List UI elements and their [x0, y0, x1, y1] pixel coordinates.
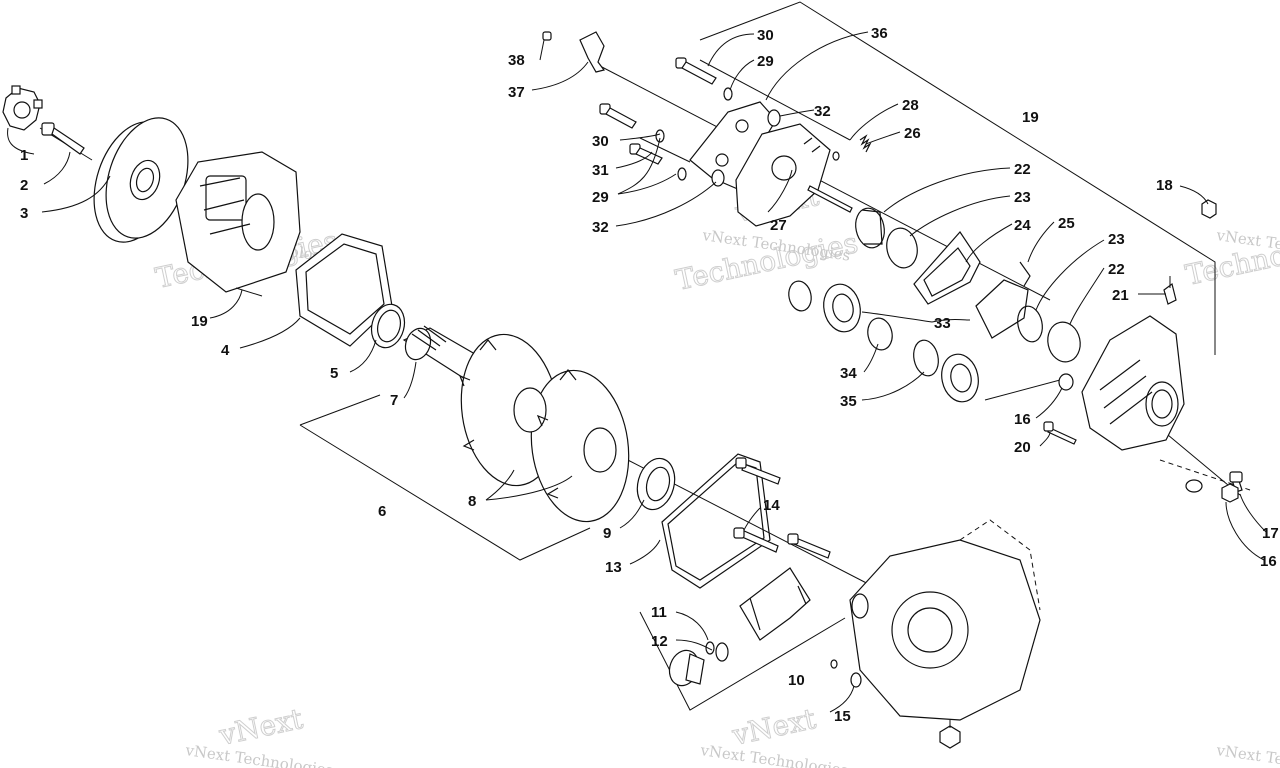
watermark-text: vNext Technologies: [1214, 741, 1280, 768]
callout-9: 9: [603, 525, 611, 542]
watermark-text: vNext Technologies: [698, 741, 849, 768]
callout-29: 29: [757, 53, 774, 70]
part-cover-bolts: [733, 457, 831, 559]
callout-15: 15: [834, 708, 851, 725]
group-brackets: [299, 1, 1216, 711]
callout-23: 23: [1108, 231, 1125, 248]
part-fasteners-right: [1043, 373, 1243, 503]
leader-lines: [7, 31, 1267, 713]
callout-37: 37: [508, 84, 525, 101]
callout-28: 28: [902, 97, 919, 114]
callout-30: 30: [757, 27, 774, 44]
part-bearing: [636, 457, 676, 511]
callout-30: 30: [592, 133, 609, 150]
callout-34: 34: [840, 365, 857, 382]
callout-5: 5: [330, 365, 338, 382]
part-drive-sprockets: [458, 333, 630, 523]
callout-20: 20: [1014, 439, 1031, 456]
part-brake-pad: [913, 231, 981, 305]
callout-25: 25: [1058, 215, 1075, 232]
part-gearbox: [849, 519, 1041, 749]
callout-11: 11: [651, 604, 667, 621]
callout-17: 17: [1262, 525, 1279, 542]
callout-27: 27: [770, 217, 787, 234]
part-pin-spring: [807, 134, 872, 213]
callout-24: 24: [1014, 217, 1031, 234]
callout-16: 16: [1260, 553, 1277, 570]
callout-38: 38: [508, 52, 525, 69]
callout-10: 10: [788, 672, 805, 689]
callout-1: 1: [20, 147, 28, 164]
callout-35: 35: [840, 393, 857, 410]
callout-2: 2: [20, 177, 28, 194]
callout-19: 19: [191, 313, 208, 330]
callout-8: 8: [468, 493, 476, 510]
callout-29: 29: [592, 189, 609, 206]
watermark-brand: vNext: [729, 702, 820, 752]
part-knob: [668, 641, 729, 687]
part-bushing-lower: [1017, 305, 1081, 363]
callout-13: 13: [605, 559, 622, 576]
callout-22: 22: [1014, 161, 1031, 178]
callout-6: 6: [378, 503, 386, 520]
part-bolt: [41, 122, 85, 155]
callout-21: 21: [1112, 287, 1129, 304]
part-bolt-upper: [675, 57, 733, 101]
watermark-brand: vNext: [216, 702, 307, 752]
callout-4: 4: [221, 342, 230, 359]
part-fittings: [1163, 199, 1217, 305]
part-brake-caliper: [735, 123, 831, 227]
callout-18: 18: [1156, 177, 1173, 194]
part-spacer: [711, 109, 781, 187]
part-speed-sensor: [542, 31, 606, 73]
part-chaincase-housing-right: [1081, 315, 1185, 451]
part-washer: [830, 659, 862, 688]
part-seal: [370, 303, 406, 349]
callout-19: 19: [1022, 109, 1039, 126]
part-bushing-upper: [855, 207, 918, 269]
callout-26: 26: [904, 125, 921, 142]
callout-36: 36: [871, 25, 888, 42]
callout-31: 31: [592, 162, 609, 179]
callout-14: 14: [763, 497, 780, 514]
callout-12: 12: [651, 633, 668, 650]
part-mounting-bracket: [739, 567, 811, 641]
callout-labels: 1 2 3 19 4 5 7 6 8 9 13 14 11 12 10 15 3…: [20, 25, 1279, 725]
part-backing-plate: [975, 261, 1031, 339]
callout-23: 23: [1014, 189, 1031, 206]
watermark-text: vNext Technologies: [183, 741, 334, 768]
part-drive-pulley: [93, 117, 189, 243]
callout-33: 33: [934, 315, 951, 332]
part-bearing-set: [788, 280, 979, 403]
callout-7: 7: [390, 392, 398, 409]
callout-22: 22: [1108, 261, 1125, 278]
part-bolts-left: [599, 103, 687, 181]
callout-32: 32: [592, 219, 609, 236]
callout-32: 32: [814, 103, 831, 120]
callout-3: 3: [20, 205, 28, 222]
part-nut: [2, 85, 43, 131]
callout-16: 16: [1014, 411, 1031, 428]
part-chaincase-housing: [175, 151, 301, 297]
